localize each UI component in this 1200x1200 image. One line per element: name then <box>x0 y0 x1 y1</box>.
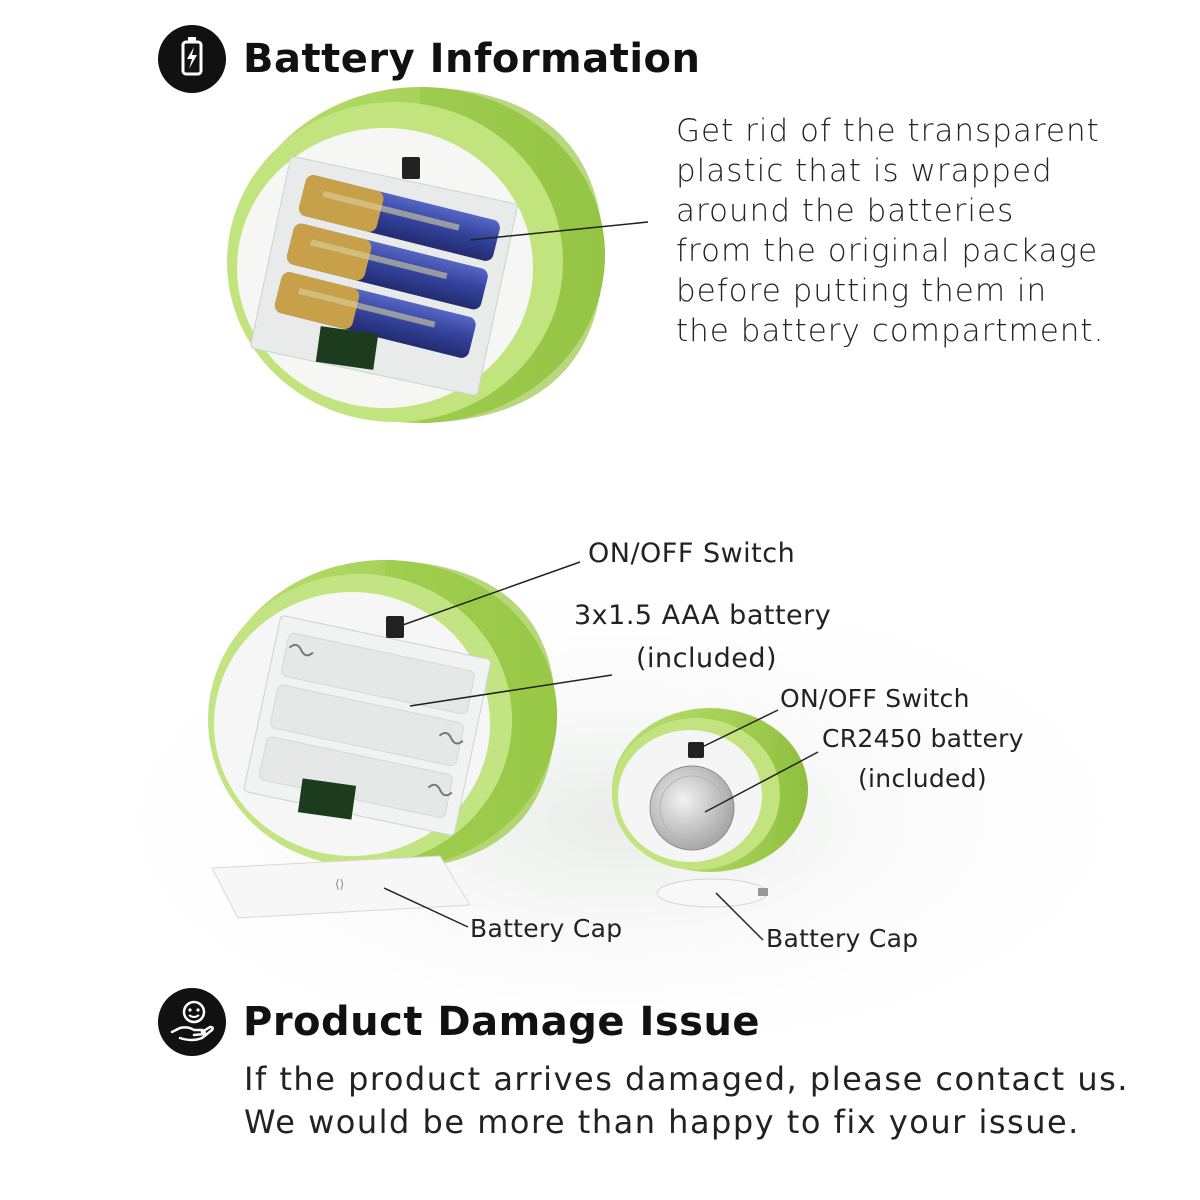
small-candle <box>612 708 808 872</box>
top-candle <box>227 87 605 423</box>
battery-leader-line <box>469 221 649 241</box>
large-battery-included: (included) <box>636 643 778 674</box>
svg-text:⟨⟩: ⟨⟩ <box>335 877 344 891</box>
instruction-line: the battery compartment. <box>676 313 1105 349</box>
large-battery-cap: ⟨⟩ <box>211 855 471 919</box>
large-switch-label: ON/OFF Switch <box>588 538 796 569</box>
instruction-line: around the batteries <box>676 193 1015 229</box>
small-switch-label: ON/OFF Switch <box>780 684 970 713</box>
large-battery-label: 3x1.5 AAA battery <box>574 600 832 631</box>
instruction-line: Get rid of the transparent <box>676 113 1100 149</box>
instruction-line: from the original package <box>676 233 1099 269</box>
large-candle <box>208 560 557 870</box>
instruction-line: before putting them in <box>676 273 1048 309</box>
damage-badge <box>158 988 226 1056</box>
battery-heading: Battery Information <box>243 36 701 82</box>
hand-smile-icon <box>170 1000 214 1042</box>
small-battery-label: CR2450 battery <box>822 724 1024 753</box>
small-battery-cap <box>656 878 768 908</box>
damage-text-line: If the product arrives damaged, please c… <box>244 1060 1129 1098</box>
small-cap-label: Battery Cap <box>766 924 919 953</box>
small-battery-included: (included) <box>858 764 987 793</box>
damage-text-line: We would be more than happy to fix your … <box>244 1103 1080 1141</box>
large-cap-label: Battery Cap <box>470 914 623 943</box>
instruction-line: plastic that is wrapped <box>676 153 1053 189</box>
damage-heading: Product Damage Issue <box>243 999 761 1045</box>
battery-charging-icon <box>181 37 203 76</box>
battery-badge <box>158 25 226 93</box>
